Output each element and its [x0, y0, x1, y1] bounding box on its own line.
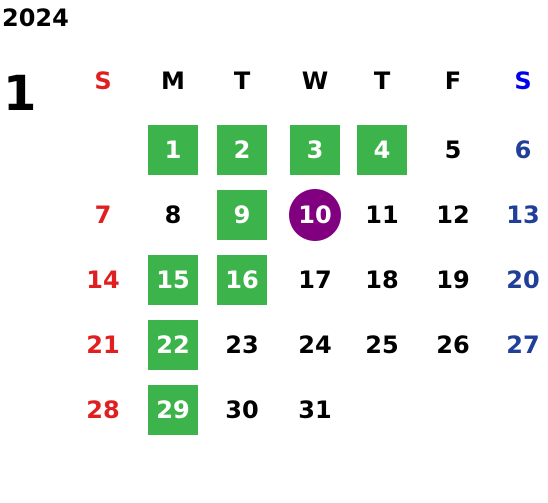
day-13[interactable]: 13 [506, 201, 540, 229]
day-27[interactable]: 27 [506, 331, 540, 359]
day-7[interactable]: 7 [94, 201, 112, 229]
day-26[interactable]: 26 [436, 331, 470, 359]
weekday-header-1: S [94, 67, 112, 95]
day-8[interactable]: 8 [164, 201, 182, 229]
day-1[interactable]: 1 [148, 125, 198, 175]
day-29[interactable]: 29 [148, 385, 198, 435]
day-31[interactable]: 31 [298, 396, 332, 424]
day-10-today[interactable]: 10 [289, 189, 341, 241]
day-25[interactable]: 25 [365, 331, 399, 359]
day-14[interactable]: 14 [86, 266, 120, 294]
day-23[interactable]: 23 [225, 331, 259, 359]
weekday-header-5: T [373, 67, 391, 95]
year-label: 2024 [2, 4, 69, 32]
day-20[interactable]: 20 [506, 266, 540, 294]
weekday-header-4: W [301, 67, 329, 95]
month-label: 1 [3, 66, 37, 122]
day-21[interactable]: 21 [86, 331, 120, 359]
day-9[interactable]: 9 [217, 190, 267, 240]
day-5[interactable]: 5 [444, 136, 462, 164]
weekday-header-6: F [444, 67, 462, 95]
day-2[interactable]: 2 [217, 125, 267, 175]
day-11[interactable]: 11 [365, 201, 399, 229]
day-30[interactable]: 30 [225, 396, 259, 424]
day-6[interactable]: 6 [514, 136, 532, 164]
day-19[interactable]: 19 [436, 266, 470, 294]
day-16[interactable]: 16 [217, 255, 267, 305]
day-12[interactable]: 12 [436, 201, 470, 229]
day-18[interactable]: 18 [365, 266, 399, 294]
weekday-header-2: M [161, 67, 185, 95]
day-3[interactable]: 3 [290, 125, 340, 175]
day-28[interactable]: 28 [86, 396, 120, 424]
day-24[interactable]: 24 [298, 331, 332, 359]
day-17[interactable]: 17 [298, 266, 332, 294]
day-22[interactable]: 22 [148, 320, 198, 370]
weekday-header-3: T [233, 67, 251, 95]
day-15[interactable]: 15 [148, 255, 198, 305]
weekday-header-7: S [514, 67, 532, 95]
day-4[interactable]: 4 [357, 125, 407, 175]
